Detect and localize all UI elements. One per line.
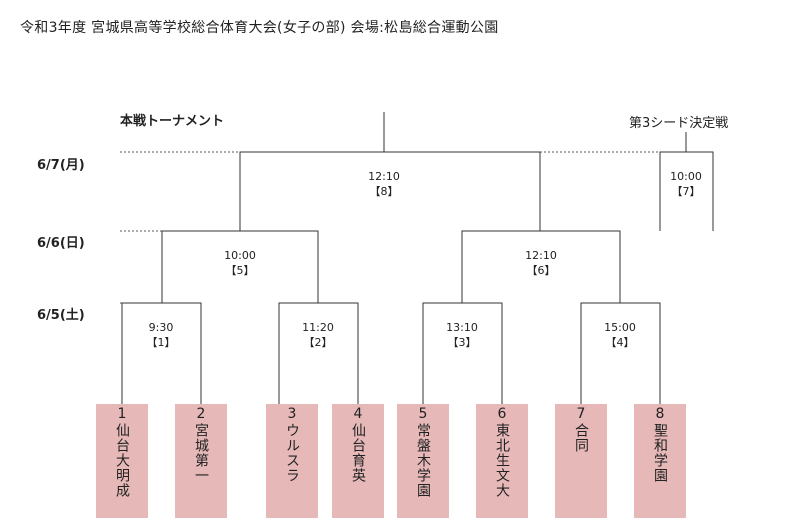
match-3-label: 13:10 【3】 — [427, 320, 497, 350]
match-number: 【1】 — [146, 336, 176, 349]
match-time: 10:00 — [670, 170, 702, 183]
seed-match-heading: 第3シード決定戦 — [629, 116, 729, 131]
page-title: 令和3年度 宮城県高等学校総合体育大会(女子の部) 会場:松島総合運動公園 — [20, 20, 499, 36]
match-number: 【2】 — [303, 336, 333, 349]
match-number: 【8】 — [369, 185, 399, 198]
team-6: 6東北生文大 — [476, 404, 528, 518]
match-4-label: 15:00 【4】 — [585, 320, 655, 350]
bracket-match-1 — [121, 302, 202, 404]
bracket-match-4 — [580, 302, 661, 404]
bracket-match-6 — [461, 230, 621, 303]
team-1: 1仙台大明成 — [96, 404, 148, 518]
match-number: 【6】 — [526, 264, 556, 277]
match-number: 【7】 — [671, 185, 701, 198]
match-number: 【4】 — [605, 336, 635, 349]
match-time: 10:00 — [224, 249, 256, 262]
team-3: 3ウルスラ — [266, 404, 318, 518]
team-7: 7合同 — [555, 404, 607, 518]
bracket-match-2 — [278, 302, 359, 404]
match-time: 9:30 — [148, 321, 174, 334]
match-number: 【5】 — [225, 264, 255, 277]
tournament-heading: 本戦トーナメント — [120, 114, 225, 129]
match-1-label: 9:30 【1】 — [126, 320, 196, 350]
team-8: 8聖和学園 — [634, 404, 686, 518]
match-time: 12:10 — [368, 170, 400, 183]
bracket-match-3 — [422, 302, 503, 404]
match-7-label: 10:00 【7】 — [651, 169, 721, 199]
match-time: 15:00 — [604, 321, 636, 334]
match-time: 13:10 — [446, 321, 478, 334]
team-4: 4仙台育英 — [332, 404, 384, 518]
team-2: 2宮城第一 — [175, 404, 227, 518]
match-number: 【3】 — [447, 336, 477, 349]
team-5: 5常盤木学園 — [397, 404, 449, 518]
match-2-label: 11:20 【2】 — [283, 320, 353, 350]
match-6-label: 12:10 【6】 — [506, 248, 576, 278]
date-label-round3: 6/7(月) — [37, 158, 85, 173]
bracket-match-8 — [239, 151, 541, 231]
match-5-label: 10:00 【5】 — [205, 248, 275, 278]
match-time: 11:20 — [302, 321, 334, 334]
date-label-round1: 6/5(土) — [37, 308, 85, 323]
match-time: 12:10 — [525, 249, 557, 262]
match-8-label: 12:10 【8】 — [349, 169, 419, 199]
date-label-round2: 6/6(日) — [37, 236, 85, 251]
